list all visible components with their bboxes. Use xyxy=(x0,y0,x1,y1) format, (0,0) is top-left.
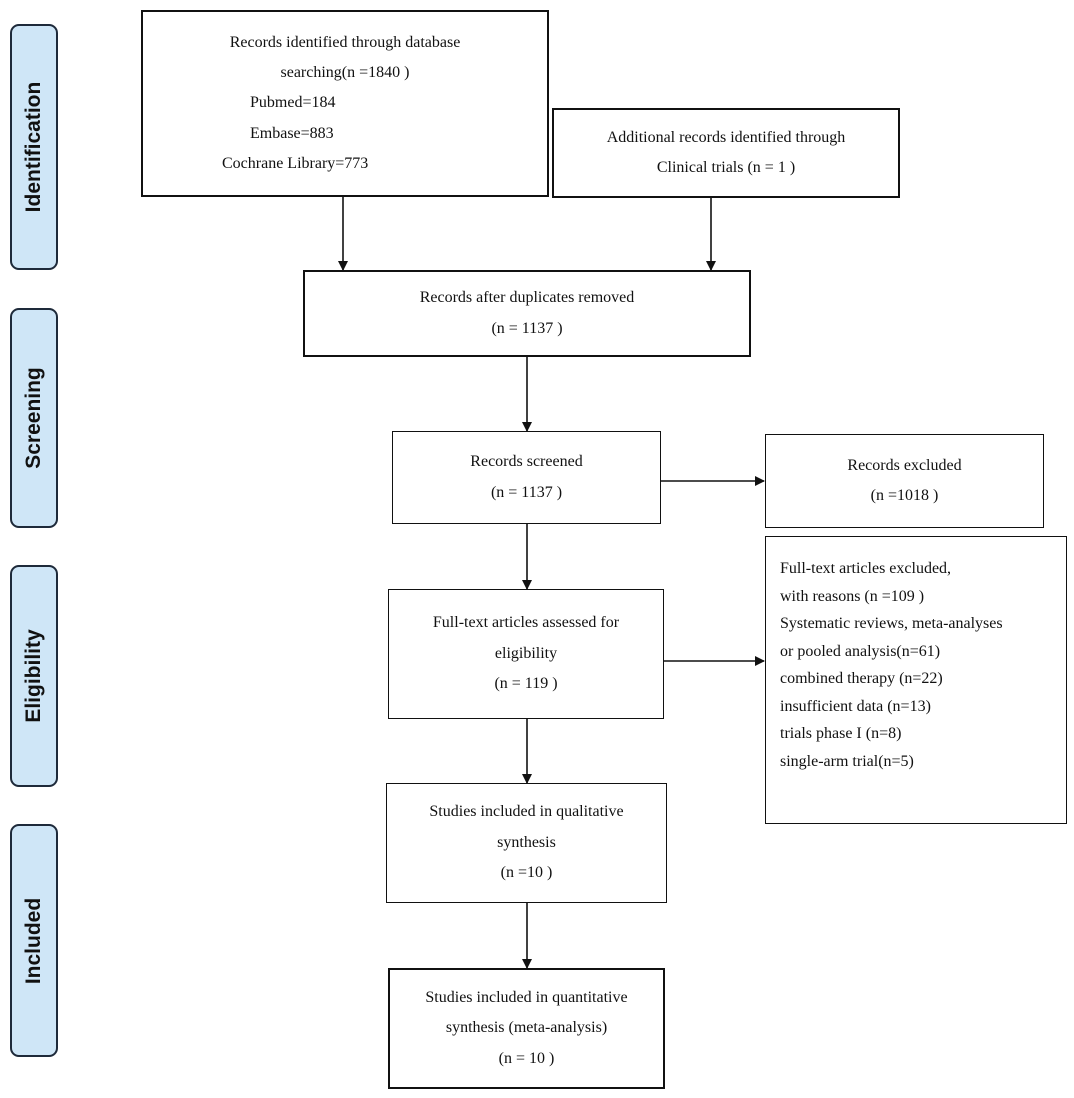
box-line: eligibility xyxy=(494,644,558,662)
box-qualitative-synthesis: Studies included in qualitative synthesi… xyxy=(386,783,667,903)
box-line: with reasons (n =109 ) xyxy=(780,587,925,605)
box-line: synthesis (meta-analysis) xyxy=(445,1019,608,1037)
box-line: (n = 10 ) xyxy=(498,1049,555,1067)
box-line: single-arm trial(n=5) xyxy=(780,752,914,770)
box-line: trials phase I (n=8) xyxy=(780,725,902,743)
box-line: or pooled analysis(n=61) xyxy=(780,642,941,660)
box-line: Pubmed=184 xyxy=(250,94,336,112)
box-line: Additional records identified through xyxy=(606,128,846,146)
stage-included: Included xyxy=(10,824,58,1057)
box-records-excluded: Records excluded (n =1018 ) xyxy=(765,434,1044,528)
box-line: (n = 1137 ) xyxy=(490,483,563,501)
box-line: (n =1018 ) xyxy=(870,487,939,504)
box-line: Clinical trials (n = 1 ) xyxy=(656,159,796,176)
box-line: synthesis xyxy=(497,833,556,851)
box-line: (n = 1137 ) xyxy=(491,319,563,337)
stage-screening: Screening xyxy=(10,308,58,528)
stage-identification: Identification xyxy=(10,24,58,270)
box-line: insufficient data (n=13) xyxy=(780,697,931,715)
box-line: Studies included in qualitative xyxy=(429,803,624,821)
box-line: Studies included in quantitative xyxy=(425,988,628,1006)
box-line: Records excluded xyxy=(847,456,962,474)
box-fulltext-assessed: Full-text articles assessed for eligibil… xyxy=(388,589,664,719)
stage-eligibility: Eligibility xyxy=(10,565,58,787)
box-line: (n =10 ) xyxy=(500,864,553,882)
box-records-screened: Records screened (n = 1137 ) xyxy=(392,431,661,524)
box-additional-records: Additional records identified through Cl… xyxy=(552,108,900,198)
box-line: Records identified through database xyxy=(229,33,461,51)
box-line: Systematic reviews, meta-analyses xyxy=(780,615,1003,633)
box-line: Cochrane Library=773 xyxy=(222,155,369,173)
box-line: Records after duplicates removed xyxy=(419,289,635,307)
box-line: combined therapy (n=22) xyxy=(780,670,943,688)
box-fulltext-excluded: Full-text articles excluded, with reason… xyxy=(765,536,1067,824)
box-line: Embase=883 xyxy=(250,124,334,142)
box-line: Full-text articles assessed for xyxy=(432,614,620,632)
box-quantitative-synthesis: Studies included in quantitative synthes… xyxy=(388,968,665,1089)
box-line: searching(n =1840 ) xyxy=(280,63,410,81)
box-line: (n = 119 ) xyxy=(494,675,558,693)
box-line: Full-text articles excluded, xyxy=(780,560,952,577)
box-duplicates-removed: Records after duplicates removed (n = 11… xyxy=(303,270,751,357)
box-line: Records screened xyxy=(470,453,583,471)
box-database-records: Records identified through database sear… xyxy=(141,10,549,197)
